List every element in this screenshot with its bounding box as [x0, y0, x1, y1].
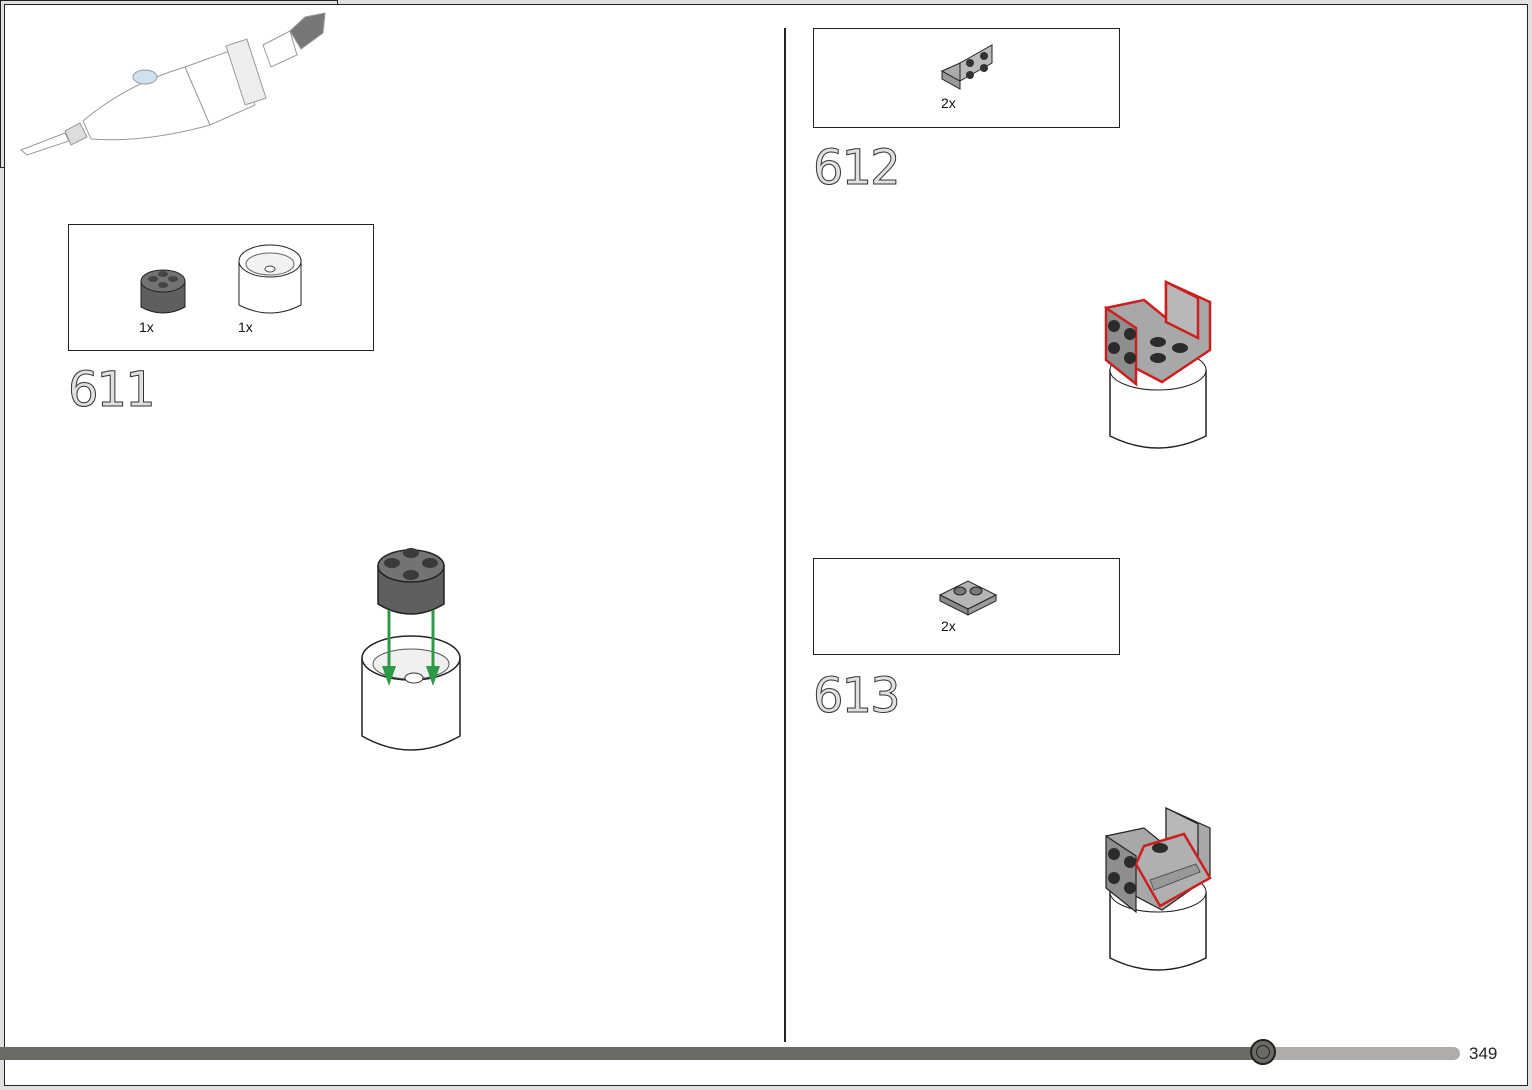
- white-round-brick: [362, 636, 460, 750]
- jumper-plate-part-icon: [938, 579, 998, 615]
- dark-round-brick-part-icon: [133, 263, 193, 323]
- parts-list-613: 2x: [813, 558, 1120, 655]
- part-quantity: 1x: [238, 319, 253, 335]
- progress-bar: [0, 1047, 1460, 1060]
- part-quantity: 1x: [139, 319, 154, 335]
- page-divider: [784, 28, 786, 1042]
- step-number: 612: [813, 140, 899, 196]
- step-number: 611: [68, 362, 154, 418]
- dark-round-brick: [378, 548, 444, 614]
- rocket-illustration: [5, 5, 331, 161]
- progress-knob-icon: [1250, 1039, 1276, 1065]
- page-number: 349: [1469, 1044, 1497, 1064]
- step-611-assembly: [356, 540, 466, 760]
- step-number: 613: [813, 668, 899, 724]
- part-quantity: 2x: [941, 618, 956, 634]
- white-round-brick-part-icon: [235, 239, 305, 319]
- part-quantity: 2x: [941, 95, 956, 111]
- submodel-preview: [0, 0, 338, 168]
- step-613-assembly: [1100, 806, 1220, 986]
- step-612-assembly: [1100, 278, 1220, 458]
- bracket-part-icon: [938, 43, 998, 93]
- progress-fill: [0, 1047, 1263, 1060]
- parts-list-611: 1x 1x: [68, 224, 374, 351]
- submodel-preview-frame: [4, 4, 1528, 1086]
- parts-list-612: 2x: [813, 28, 1120, 128]
